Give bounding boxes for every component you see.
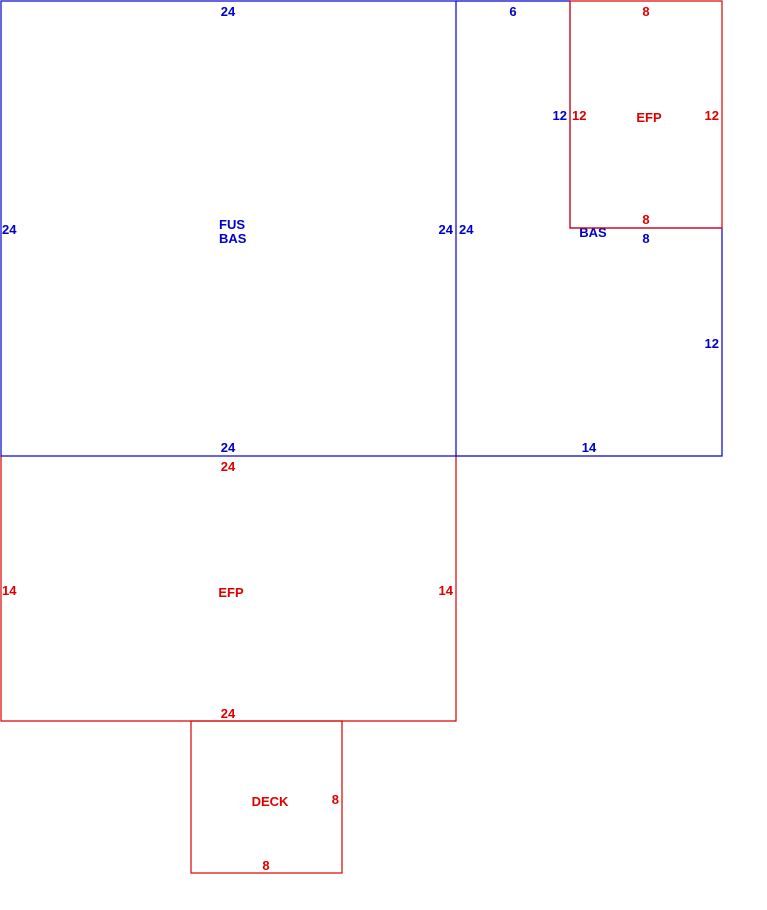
fus-bas-right-dimension: 24 [439, 222, 454, 237]
bas-inner-left-dimension: 12 [553, 108, 567, 123]
bas-area-label: BAS [219, 231, 247, 246]
efp-lower-left-dimension: 14 [2, 583, 17, 598]
fus-area-label: FUS [219, 217, 245, 232]
deck-bottom-dimension: 8 [262, 858, 269, 873]
efp-lower-area-label: EFP [218, 585, 244, 600]
efp-lower-area: 24 14 14 24 EFP [0, 456, 457, 722]
efp-upper-right-dimension: 12 [705, 108, 719, 123]
efp-lower-right-dimension: 14 [439, 583, 454, 598]
fus-bas-left-dimension: 24 [2, 222, 17, 237]
deck-area-label: DECK [252, 794, 289, 809]
fus-bas-area: 24 24 24 24 FUS BAS [0, 0, 457, 457]
efp-lower-bottom-dimension: 24 [221, 706, 236, 721]
fus-bas-outline [0, 0, 457, 457]
efp-upper-area: 8 12 12 EFP 8 [569, 0, 723, 229]
efp-upper-left-dimension: 12 [572, 108, 586, 123]
bas-bottom-dimension: 14 [582, 440, 597, 455]
efp-upper-area-label: EFP [636, 110, 662, 125]
bas-notch-bottom-dimension: 8 [642, 231, 649, 246]
deck-area: DECK 8 8 [190, 720, 343, 874]
bas-top-dimension: 6 [509, 4, 516, 19]
efp-upper-top-dimension: 8 [642, 4, 649, 19]
fus-bas-bottom-dimension: 24 [221, 440, 236, 455]
efp-upper-outline [569, 0, 723, 229]
bas-right-dimension: 12 [705, 336, 719, 351]
deck-right-dimension: 8 [332, 792, 339, 807]
efp-upper-bottom-dimension: 8 [642, 212, 649, 227]
bas-wing-area-label: BAS [579, 225, 607, 240]
efp-lower-top-dimension: 24 [221, 459, 236, 474]
bas-left-dimension: 24 [459, 222, 474, 237]
deck-outline [190, 720, 343, 874]
fus-bas-top-dimension: 24 [221, 4, 236, 19]
